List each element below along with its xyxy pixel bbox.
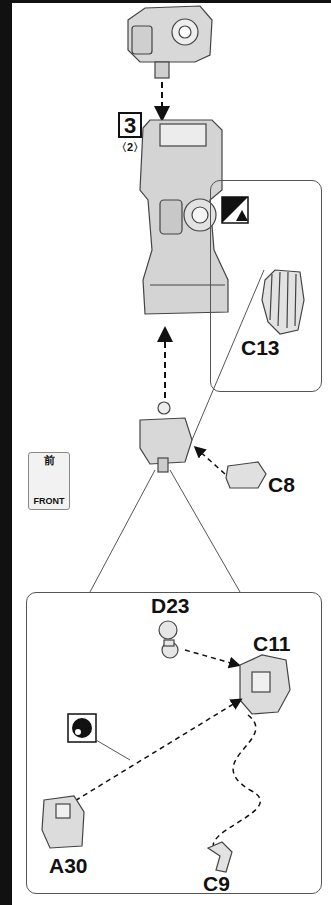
part-label: C9 [203, 873, 230, 894]
dashed-arrow [185, 650, 238, 665]
step-marker: 3〈2〉 [118, 112, 142, 138]
callout-box: C13 [210, 180, 322, 392]
dashed-arrow [196, 448, 225, 474]
chest-part [128, 6, 212, 78]
part-label: C13 [241, 337, 280, 358]
frame-part [240, 655, 290, 714]
part-label: D23 [151, 595, 190, 616]
part-label: A30 [49, 855, 88, 876]
leader-line [90, 470, 155, 592]
frame-bar [0, 0, 12, 905]
cover-part [42, 796, 84, 848]
leader-line [170, 470, 240, 592]
step-number: 3 [120, 115, 140, 137]
dashed-arrow [60, 700, 240, 810]
step-number: 〈2〉 [116, 142, 144, 153]
torso-part [140, 120, 228, 314]
instruction-icon [222, 197, 248, 223]
ball-joint-part [159, 621, 178, 658]
leader-line [96, 740, 130, 760]
color-icon [68, 714, 96, 742]
dashed-arrow [213, 715, 260, 850]
dashed-arrow [164, 330, 166, 398]
part-label: C8 [268, 474, 295, 495]
rod-part [208, 842, 232, 872]
callout-box: D23C11A30C9 [26, 592, 322, 894]
front-icon: 前 FRONT [28, 452, 70, 510]
dashed-arrow [161, 82, 163, 118]
small-part [226, 462, 266, 488]
part-label: FRONT [29, 497, 69, 506]
frame-top [0, 0, 331, 3]
hand-part [262, 270, 304, 334]
part-label: C11 [253, 633, 290, 654]
waist-part [140, 402, 192, 472]
part-label: 前 [29, 455, 69, 466]
